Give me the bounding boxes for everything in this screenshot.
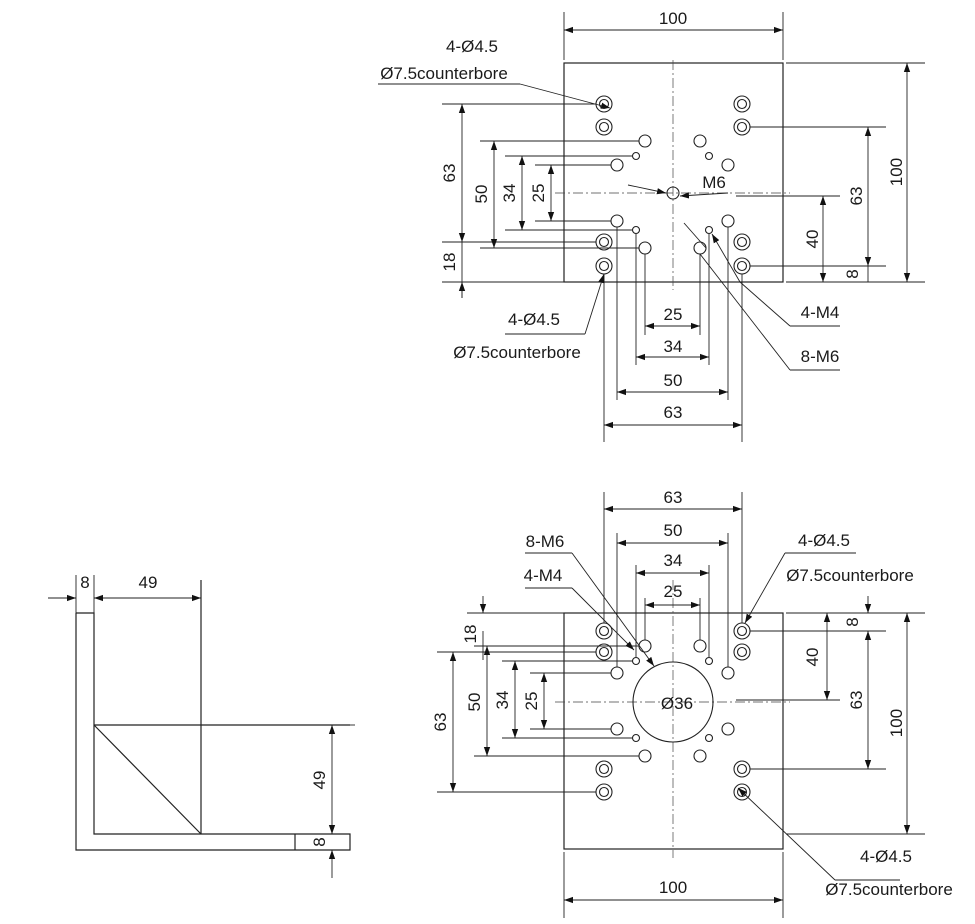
bottom-small-tap-label: 4-M4 (524, 566, 563, 585)
bottom-large-tap-label: 8-M6 (526, 532, 565, 551)
top-center-tap-label: M6 (702, 173, 726, 192)
bottom-left-dim-25: 25 (522, 692, 541, 711)
top-left-dim-25: 25 (529, 184, 548, 203)
bottom-height-label: 100 (887, 709, 906, 737)
top-left-dim-63: 63 (440, 164, 459, 183)
bottom-right-dim-8: 8 (843, 617, 862, 626)
side-height-label: 49 (310, 771, 329, 790)
bottom-left-dim-34: 34 (493, 691, 512, 710)
top-counterbore-holes (595, 95, 751, 275)
top-callout-tl-counterbore: Ø7.5counterbore (380, 64, 508, 83)
bottom-top-dim-34: 34 (664, 551, 683, 570)
bottom-left-dim-18: 18 (461, 625, 480, 644)
side-thickness-top-label: 8 (80, 573, 89, 592)
top-callout-bl-counterbore: Ø7.5counterbore (453, 343, 581, 362)
top-bottom-dim-50: 50 (664, 371, 683, 390)
top-height-label: 100 (887, 158, 906, 186)
side-flange-length-label: 49 (139, 573, 158, 592)
bottom-callout-tr-counterbore: Ø7.5counterbore (786, 566, 914, 585)
top-left-dim-50: 50 (472, 185, 491, 204)
top-bottom-dim-34: 34 (664, 337, 683, 356)
bottom-m4-holes (631, 656, 714, 743)
bottom-center-bore-label: Ø36 (661, 694, 693, 713)
side-bracket-outline (75, 612, 351, 851)
side-view: 8 49 49 8 (48, 573, 355, 878)
top-right-dim-63: 63 (847, 187, 866, 206)
top-callout-tl-count: 4-Ø4.5 (446, 37, 498, 56)
bottom-callout-br-count: 4-Ø4.5 (860, 847, 912, 866)
top-callout-bl-count: 4-Ø4.5 (508, 310, 560, 329)
top-view: 100 100 63 40 8 63 50 34 25 (378, 9, 925, 442)
bottom-left-dim-63: 63 (431, 713, 450, 732)
top-plate-outline (563, 62, 784, 283)
top-right-dim-8: 8 (843, 269, 862, 278)
bottom-right-dim-40: 40 (803, 648, 822, 667)
top-left-dim-34: 34 (500, 184, 519, 203)
top-width-label: 100 (659, 9, 687, 28)
bottom-top-dim-50: 50 (664, 521, 683, 540)
bottom-top-dim-63: 63 (664, 488, 683, 507)
top-right-dim-40: 40 (803, 230, 822, 249)
bottom-callout-br-counterbore: Ø7.5counterbore (825, 880, 953, 899)
side-thickness-bottom-label: 8 (310, 837, 329, 846)
top-left-dim-18: 18 (440, 253, 459, 272)
bottom-view: Ø36 (431, 488, 953, 918)
bottom-top-dim-25: 25 (664, 582, 683, 601)
bottom-callout-tr-count: 4-Ø4.5 (798, 531, 850, 550)
bottom-center-bore (632, 661, 714, 743)
top-m4-holes (631, 151, 714, 235)
bottom-width-label: 100 (659, 878, 687, 897)
top-small-tap-label: 4-M4 (801, 303, 840, 322)
bottom-left-dim-50: 50 (465, 693, 484, 712)
top-large-tap-label: 8-M6 (801, 347, 840, 366)
top-bottom-dim-25: 25 (664, 305, 683, 324)
top-m6-holes (610, 134, 735, 255)
top-bottom-dim-63: 63 (664, 403, 683, 422)
bottom-right-dim-63: 63 (847, 691, 866, 710)
bottom-plate-outline (563, 612, 784, 850)
